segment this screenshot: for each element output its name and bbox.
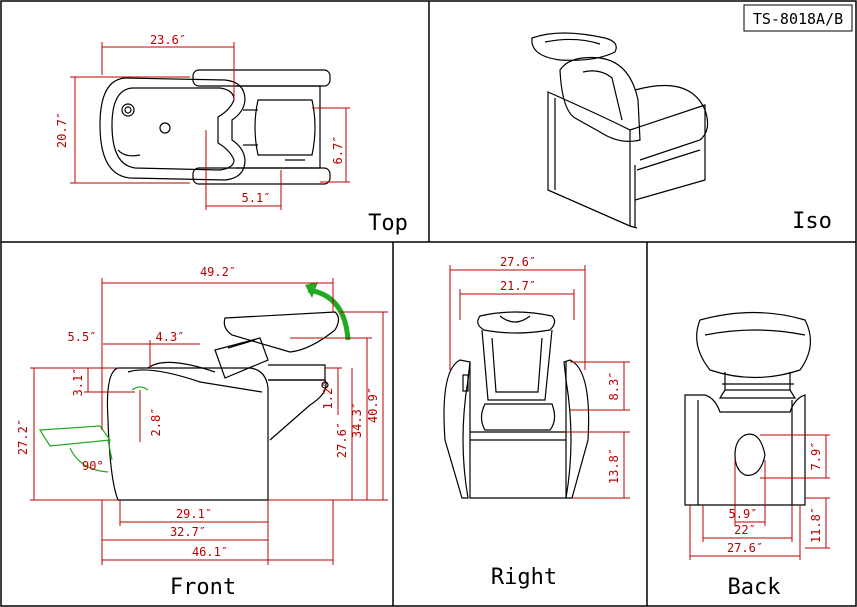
front-dim-d: 2.8″	[149, 408, 163, 437]
right-dim-seat: 13.8″	[607, 448, 621, 484]
iso-view: Iso	[531, 32, 832, 234]
front-dim-b: 4.3″	[156, 330, 185, 344]
front-dim-overall: 49.2″	[200, 265, 236, 279]
back-dim-c: 22″	[734, 523, 756, 537]
top-dim-gap: 5.1″	[242, 191, 271, 205]
right-dim-outer: 27.6″	[500, 255, 536, 269]
front-dim-a: 5.5″	[68, 330, 97, 344]
front-dim-k: 32.7″	[170, 525, 206, 539]
view-label-iso: Iso	[792, 209, 832, 234]
top-dim-depth: 20.7″	[55, 112, 69, 148]
back-dim-b: 5.9″	[729, 507, 758, 521]
front-dim-f: 27.6″	[335, 422, 349, 458]
right-dim-inner: 21.7″	[500, 279, 536, 293]
front-dim-h: 40.9″	[366, 387, 380, 423]
front-dim-i: 27.2″	[16, 419, 30, 455]
back-dim-d: 27.6″	[727, 541, 763, 555]
front-dim-c: 3.1″	[71, 368, 85, 397]
top-view: 23.6″ 20.7″ 6.7″ 5.1″ Top	[55, 33, 408, 236]
right-dim-arm: 8.3″	[607, 372, 621, 401]
front-view: 90° 49.2″ 5.5″ 4.3″ 3.1″ 2.8″ 1.2″ 27.6″…	[16, 265, 388, 600]
front-dim-l: 46.1″	[192, 545, 228, 559]
right-view: 27.6″ 21.7″ 8.3″ 13.8″ Right	[443, 255, 630, 590]
view-label-right: Right	[491, 565, 557, 590]
view-label-back: Back	[728, 575, 781, 600]
model-number: TS-8018A/B	[753, 10, 843, 28]
back-dim-e: 11.8″	[809, 507, 823, 543]
model-box	[743, 4, 853, 32]
front-dim-e: 1.2″	[321, 381, 335, 410]
view-label-front: Front	[170, 575, 236, 600]
back-dim-a: 7.9″	[809, 442, 823, 471]
top-dim-seat-width: 6.7″	[331, 136, 345, 165]
front-rotation-label: 90°	[82, 459, 104, 473]
front-dim-j: 29.1″	[176, 507, 212, 521]
top-dim-length: 23.6″	[150, 33, 186, 47]
view-label-top: Top	[368, 211, 408, 236]
front-dim-g: 34.3″	[350, 402, 364, 438]
back-view: 7.9″ 5.9″ 22″ 27.6″ 11.8″ Back	[684, 311, 830, 600]
